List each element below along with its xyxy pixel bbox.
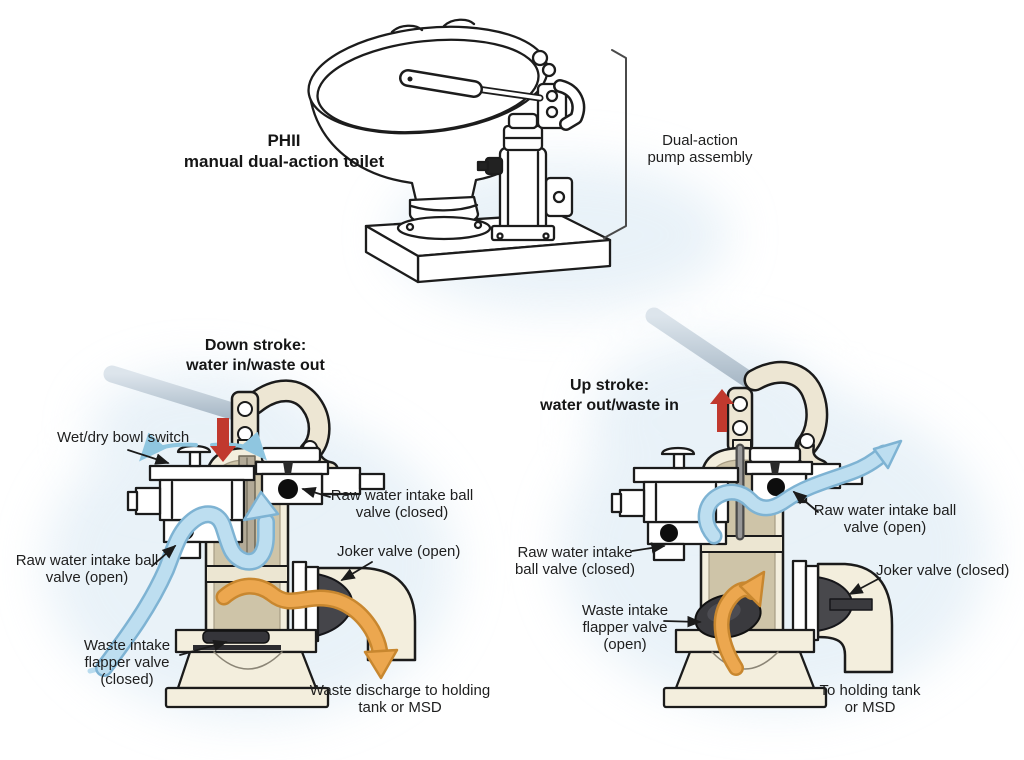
label-joker-valve-right: Joker valve (closed): [876, 562, 1010, 579]
down-arrow: [210, 418, 236, 462]
pump-assembly-label: Dual-action pump assembly: [647, 132, 753, 167]
pump-handle: [645, 307, 761, 391]
bowl-switch: [126, 444, 256, 560]
ball-valve-closed-ball: [660, 524, 678, 542]
label-waste-discharge: Waste discharge to holding tank or MSD: [309, 682, 491, 717]
water-flow-arrow: [697, 439, 903, 545]
label-raw-intake-closed-right: Raw water intake ball valve (closed): [514, 544, 636, 579]
label-flapper-valve-right: Waste intake flapper valve (open): [581, 602, 669, 654]
pump-handle: [103, 365, 257, 425]
label-raw-intake-closed-left: Raw water intake ball valve (closed): [330, 487, 474, 522]
pump-base: [662, 593, 828, 709]
toilet-illustration: [307, 18, 627, 284]
pump-assembly-bracket: [603, 49, 627, 239]
label-holding-tank: To holding tank or MSD: [819, 682, 921, 717]
label-raw-intake-open-left: Raw water intake ball valve (open): [15, 552, 159, 587]
leader-lines: [127, 449, 373, 656]
water-flow-arrow: [87, 490, 280, 677]
toilet-title: PHII manual dual-action toilet: [183, 131, 385, 172]
down-stroke-pump: [87, 365, 417, 709]
discharge-elbow: [791, 559, 894, 674]
label-joker-valve-left: Joker valve (open): [337, 543, 461, 560]
waste-flow-arrow: [713, 570, 766, 676]
label-flapper-valve-left: Waste intake flapper valve (closed): [83, 637, 171, 689]
toilet-pump-assembly: [399, 69, 586, 242]
leader-lines: [631, 490, 881, 628]
up-arrow: [710, 389, 734, 432]
flapper-valve-closed: [202, 630, 270, 644]
ball-valve-open-ball: [767, 478, 785, 496]
label-bowl-switch: Wet/dry bowl switch: [57, 429, 190, 446]
up-stroke-pump: [610, 307, 903, 709]
up-stroke-title: Up stroke: water out/waste in: [540, 377, 679, 414]
down-stroke-title: Down stroke: water in/waste out: [186, 337, 325, 374]
waste-flow-arrow: [215, 577, 399, 680]
ball-valve-closed-ball: [278, 479, 298, 499]
label-raw-intake-open-right: Raw water intake ball valve (open): [813, 502, 957, 537]
raw-water-intake: [254, 446, 386, 506]
